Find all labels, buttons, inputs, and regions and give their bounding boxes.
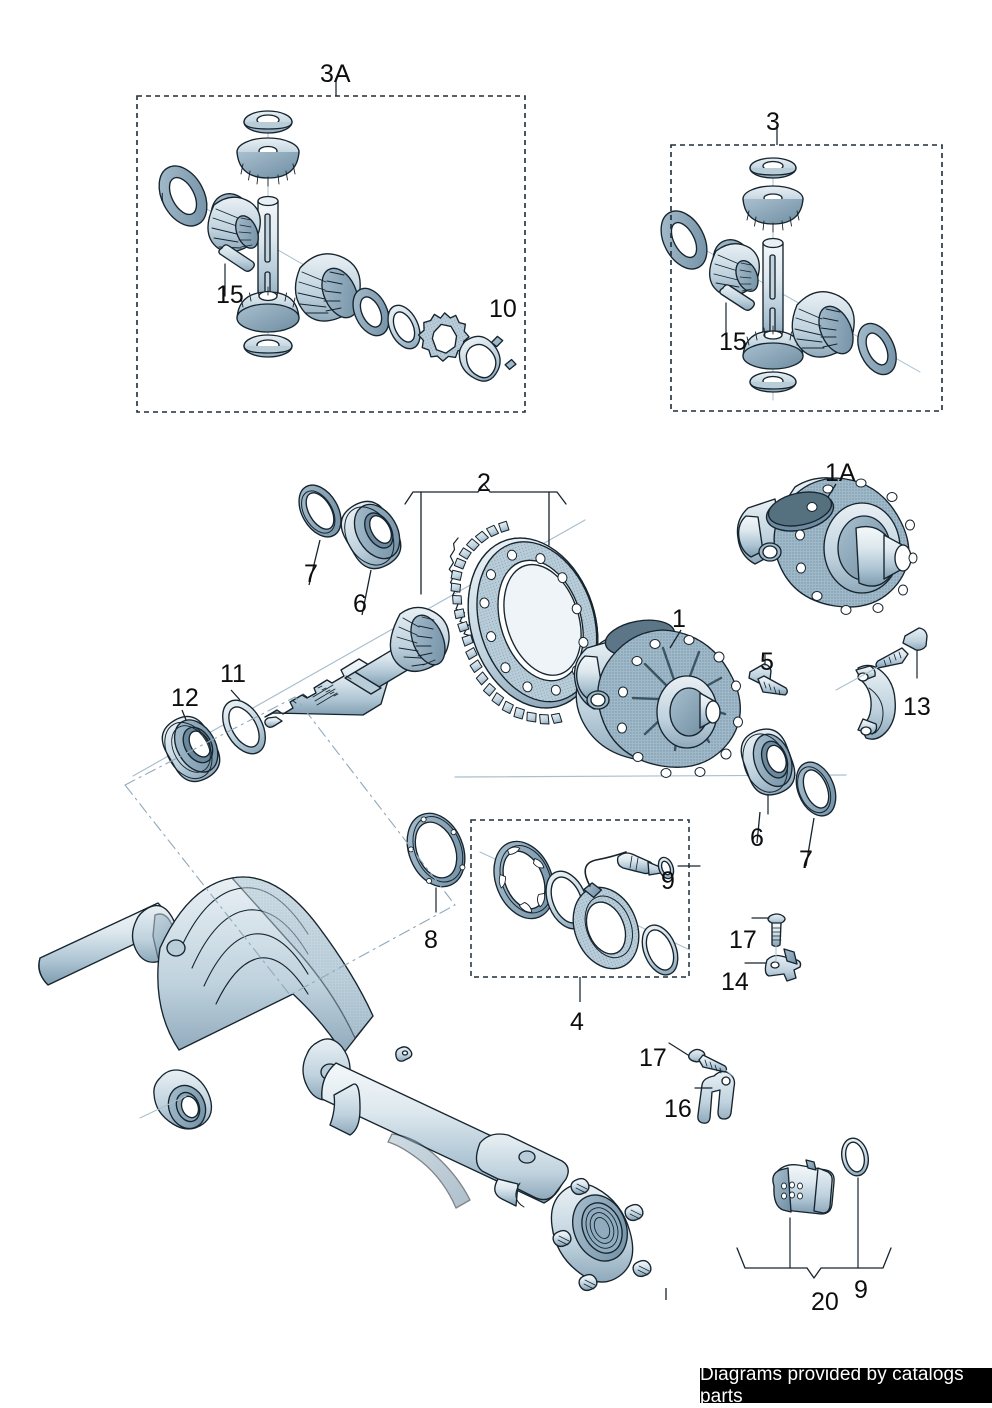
differential-housing-1a — [736, 477, 918, 615]
callout-1: 1 — [672, 605, 686, 633]
watermark-banner: Diagrams provided by catalogs parts — [700, 1364, 992, 1407]
inset-3a-parts — [158, 110, 517, 382]
inset-3-parts — [660, 157, 921, 401]
bearing-6-lower — [740, 728, 796, 815]
callout-17-b: 17 — [639, 1044, 667, 1072]
clip-16 — [694, 1070, 736, 1124]
callout-11: 11 — [220, 660, 246, 688]
shim-11 — [222, 699, 266, 755]
pinion-gear-left-3a — [207, 193, 261, 253]
callout-14: 14 — [721, 968, 749, 996]
callout-10: 10 — [489, 295, 517, 323]
callout-17-a: 17 — [729, 926, 757, 954]
inset-4-parts — [479, 840, 701, 976]
bearing-6-upper — [340, 500, 402, 570]
callout-9-b: 9 — [854, 1276, 868, 1304]
callout-3: 3 — [766, 108, 780, 136]
bracket-2 — [404, 483, 567, 595]
bolt-5 — [748, 654, 788, 696]
connector-20 — [772, 1159, 835, 1269]
part-leaders — [181, 483, 837, 1300]
bracket-14 — [744, 948, 802, 982]
rear-axle-housing — [38, 876, 652, 1292]
seal-7-upper — [298, 484, 342, 538]
o-ring-9-b — [841, 1137, 869, 1177]
callout-5: 5 — [760, 648, 774, 676]
callout-3a: 3A — [320, 60, 351, 88]
pinion-shaft — [264, 606, 450, 728]
callout-9-a: 9 — [661, 867, 675, 895]
pin-15-b — [719, 284, 755, 333]
callout-13: 13 — [903, 693, 931, 721]
screw-17-b — [668, 1042, 734, 1077]
assembly-guide-line — [124, 696, 456, 996]
watermark-text: Diagrams provided by catalogs parts — [700, 1363, 964, 1407]
box-3 — [670, 144, 943, 412]
axle-flange-right — [550, 1177, 652, 1292]
callout-2: 2 — [477, 469, 491, 497]
screw-17-a — [751, 913, 786, 963]
callout-6-upper: 6 — [353, 590, 367, 618]
box-3a — [136, 95, 526, 413]
bearing-12 — [161, 715, 221, 783]
callout-15-a: 15 — [216, 281, 244, 309]
pin-15-a — [218, 244, 255, 297]
side-gear-3a — [294, 253, 361, 322]
callout-7-lower: 7 — [799, 846, 813, 874]
differential-carrier-1 — [573, 619, 743, 778]
hex-bolt-13 — [835, 627, 928, 691]
ring-gear-crown-wheel — [448, 520, 599, 725]
pinion-gear-left-3 — [708, 239, 760, 297]
callout-16: 16 — [664, 1095, 692, 1123]
side-gear-3 — [791, 290, 855, 358]
box-4 — [470, 819, 690, 978]
callout-7-upper: 7 — [304, 560, 318, 588]
callout-8: 8 — [424, 926, 438, 954]
seal-7-lower — [795, 761, 837, 817]
callout-4: 4 — [570, 1008, 584, 1036]
callout-20: 20 — [811, 1288, 839, 1316]
callout-1a: 1A — [825, 459, 856, 487]
snap-ring-10 — [458, 335, 517, 382]
callout-6-lower: 6 — [750, 824, 764, 852]
bracket-20-brace — [736, 1247, 892, 1279]
callout-12: 12 — [171, 684, 199, 712]
callout-15-b: 15 — [719, 328, 747, 356]
flange-8 — [406, 812, 466, 913]
lock-plate-a — [417, 312, 470, 362]
